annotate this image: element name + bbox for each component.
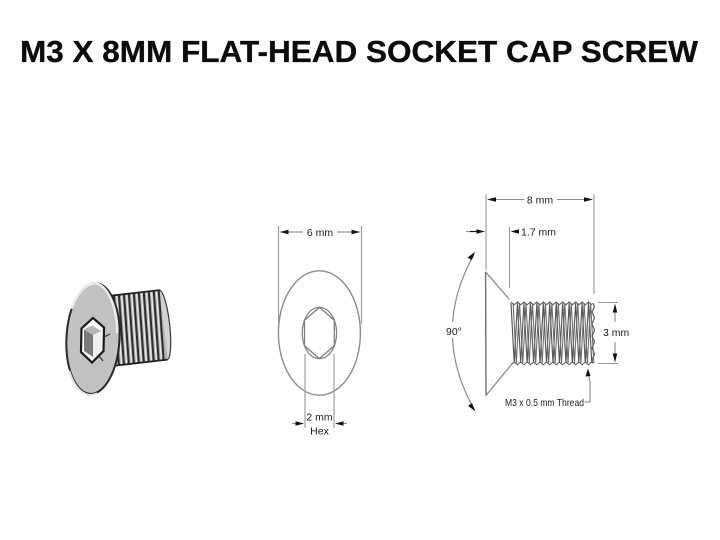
svg-text:M3 X 8MM FLAT-HEAD SOCKET CAP: M3 X 8MM FLAT-HEAD SOCKET CAP SCREW <box>20 35 698 69</box>
svg-text:M3 x 0.5 mm Thread: M3 x 0.5 mm Thread <box>505 397 584 409</box>
svg-text:6 mm: 6 mm <box>307 227 334 239</box>
svg-text:2 mm: 2 mm <box>306 412 333 424</box>
svg-text:8 mm: 8 mm <box>527 195 554 207</box>
svg-text:3 mm: 3 mm <box>603 327 630 339</box>
svg-text:Hex: Hex <box>310 426 329 438</box>
svg-text:90°: 90° <box>446 326 462 338</box>
svg-text:1.7 mm: 1.7 mm <box>521 227 556 239</box>
